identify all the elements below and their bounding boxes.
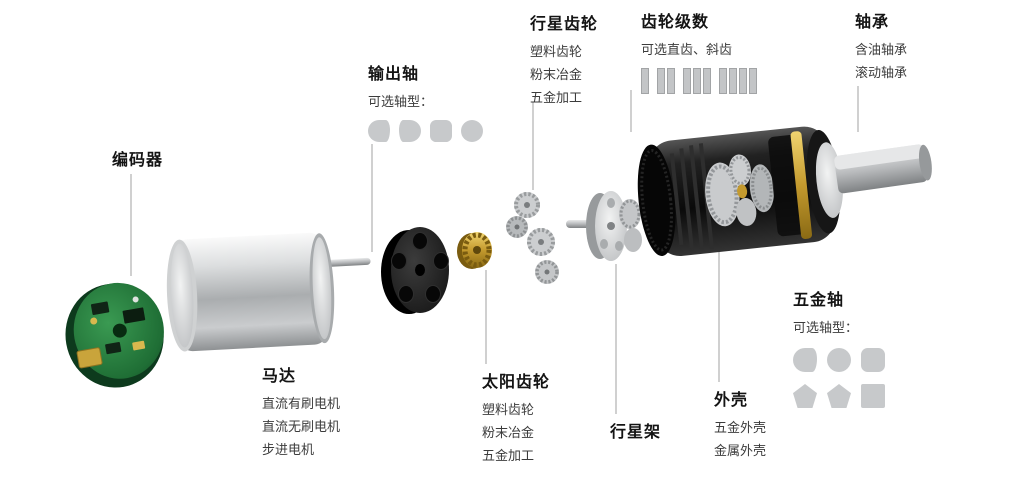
label-sun-gear: 太阳齿轮 塑料齿轮 粉末冶金 五金加工 (482, 368, 550, 468)
encoder-title: 编码器 (112, 150, 164, 169)
encoder-part (65, 282, 164, 388)
end-cap-part (381, 227, 449, 314)
label-motor: 马达 直流有刷电机 直流无刷电机 步进电机 (262, 362, 340, 462)
label-housing: 外壳 五金外壳 金属外壳 (714, 386, 766, 463)
label-encoder: 编码器 (112, 146, 163, 177)
metal-shaft-subtitle: 可选轴型： (793, 321, 859, 336)
motor-item: 直流有刷电机 (262, 397, 341, 412)
housing-part (637, 126, 843, 257)
metal-shaft-title: 五金轴 (793, 290, 845, 309)
gear-stages-title: 齿轮级数 (641, 12, 710, 31)
pentagon-shaft-icon (827, 384, 851, 408)
motor-part (166, 232, 371, 352)
planet-carrier-title: 行星架 (610, 422, 662, 441)
motor-item: 直流无刷电机 (262, 420, 341, 435)
rounded-square-shaft-icon (430, 120, 452, 142)
sun-gear-item: 五金加工 (482, 449, 535, 464)
gear-stage-3-icon (683, 68, 711, 94)
gear-stage-2-icon (657, 68, 675, 94)
square-shaft-icon (861, 384, 885, 408)
d-cut-shaft-icon (793, 348, 817, 372)
leader-lines (130, 86, 859, 414)
sun-gear-title: 太阳齿轮 (482, 372, 551, 391)
bearing-title: 轴承 (855, 12, 890, 31)
housing-item: 金属外壳 (714, 444, 767, 459)
round-shaft-icon (461, 120, 483, 142)
planet-gear-item: 粉末冶金 (530, 68, 583, 83)
rounded-square-shaft-icon (861, 348, 885, 372)
motor-item: 步进电机 (262, 443, 315, 458)
planetary-gears-part (506, 192, 559, 284)
output-shaft-part (834, 144, 932, 194)
housing-item: 五金外壳 (714, 421, 767, 436)
planet-gear-title: 行星齿轮 (530, 14, 599, 33)
label-gear-stages: 齿轮级数 可选直齿、斜齿 (641, 8, 757, 94)
label-metal-shaft: 五金轴 可选轴型： (793, 286, 885, 408)
output-shaft-subtitle: 可选轴型： (368, 95, 434, 110)
bearing-item: 滚动轴承 (855, 66, 908, 81)
label-planet-gear: 行星齿轮 塑料齿轮 粉末冶金 五金加工 (530, 10, 598, 110)
planet-gear-item: 五金加工 (530, 91, 583, 106)
output-shaft-title: 输出轴 (368, 64, 420, 83)
sun-gear-item: 粉末冶金 (482, 426, 535, 441)
motor-title: 马达 (262, 366, 297, 385)
gear-stage-4-icon (719, 68, 757, 94)
metal-shaft-type-icons (793, 348, 885, 408)
planet-carrier-part (566, 191, 642, 261)
label-planet-carrier: 行星架 (610, 418, 661, 449)
pentagon-shaft-icon (793, 384, 817, 408)
gear-stage-icons (641, 68, 757, 94)
bearing-item: 含油轴承 (855, 43, 908, 58)
sun-gear-item: 塑料齿轮 (482, 403, 535, 418)
label-output-shaft: 输出轴 可选轴型： (368, 60, 483, 142)
output-shaft-type-icons (368, 120, 483, 142)
d-cut-shaft-icon (399, 120, 421, 142)
sun-gear-part (457, 232, 492, 269)
label-bearing: 轴承 含油轴承 滚动轴承 (855, 8, 907, 85)
planet-gear-item: 塑料齿轮 (530, 45, 583, 60)
housing-title: 外壳 (714, 390, 749, 409)
gear-stage-1-icon (641, 68, 649, 94)
gear-stages-subtitle: 可选直齿、斜齿 (641, 43, 733, 58)
round-shaft-icon (827, 348, 851, 372)
d-cut-shaft-icon (368, 120, 390, 142)
